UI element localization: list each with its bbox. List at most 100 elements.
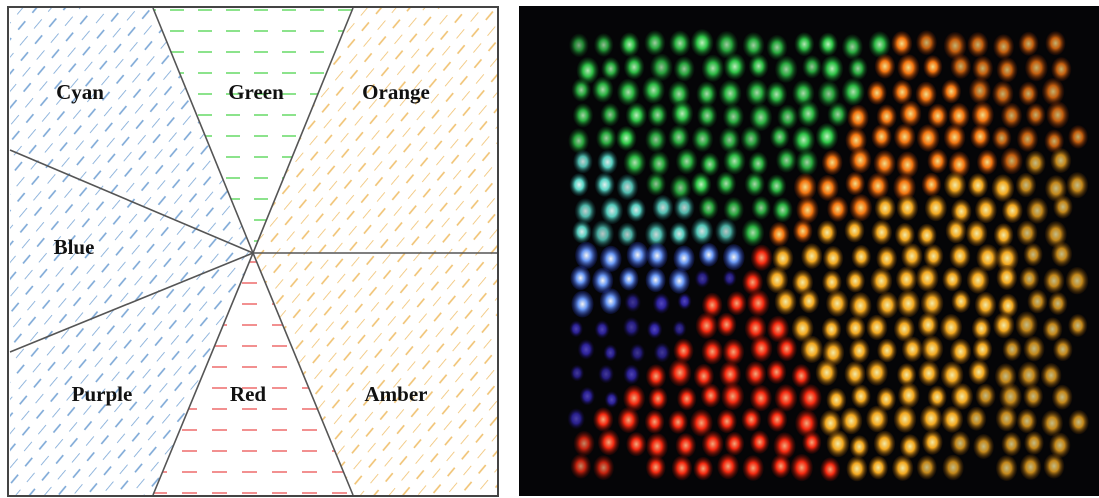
led-red [719, 361, 741, 388]
region-blue [10, 150, 253, 352]
led-amber [1016, 408, 1037, 434]
led-red [717, 409, 737, 434]
label-cyan: Cyan [56, 80, 104, 104]
led-green [772, 197, 793, 223]
led-amber [1025, 150, 1046, 176]
led-amber [826, 430, 850, 458]
led-orange [1045, 31, 1066, 56]
led-red [795, 409, 818, 438]
led-amber [950, 338, 972, 365]
led-purple [623, 317, 640, 338]
led-orange [970, 124, 991, 149]
led-red [791, 364, 811, 388]
led-green [701, 54, 725, 82]
led-red [623, 385, 645, 412]
led-amber [1020, 454, 1042, 480]
led-amber [819, 410, 842, 437]
led-amber [1040, 363, 1062, 388]
led-amber [826, 388, 847, 412]
led-amber [1027, 289, 1048, 314]
label-green: Green [228, 80, 284, 104]
led-orange [796, 196, 819, 224]
led-green [723, 104, 744, 130]
led-amber [1024, 431, 1044, 455]
led-cyan [574, 198, 596, 224]
led-red [700, 383, 721, 408]
led-green [592, 76, 614, 103]
led-orange [849, 194, 872, 222]
led-amber [1043, 268, 1065, 294]
led-orange [941, 79, 961, 104]
led-amber [1001, 432, 1022, 457]
region-amber [253, 253, 497, 495]
led-green [668, 80, 690, 108]
led-amber [993, 312, 1015, 339]
led-orange [896, 151, 919, 179]
led-amber [1048, 292, 1068, 315]
led-orange [793, 219, 813, 243]
led-green [748, 54, 769, 78]
led-red [750, 384, 772, 412]
led-amber [1049, 432, 1071, 458]
led-blue [599, 288, 622, 314]
led-amber [972, 337, 993, 362]
led-red [716, 312, 737, 337]
led-red [626, 432, 647, 457]
led-green [594, 33, 614, 57]
led-orange [867, 81, 887, 105]
led-amber [1042, 317, 1063, 342]
led-orange [899, 100, 922, 127]
led-green [690, 29, 714, 57]
led-green [650, 53, 673, 81]
led-green [616, 126, 637, 151]
led-orange [849, 146, 872, 174]
led-orange [793, 173, 817, 201]
led-green [723, 197, 744, 222]
led-green [749, 103, 773, 132]
led-amber [974, 291, 997, 318]
led-orange [916, 30, 937, 56]
led-green [740, 126, 762, 152]
led-amber [922, 429, 943, 455]
led-amber [975, 196, 997, 224]
led-blue [699, 243, 719, 267]
led-amber [865, 359, 888, 386]
led-orange [977, 149, 998, 175]
led-amber [893, 316, 915, 342]
label-amber: Amber [365, 382, 428, 406]
led-purple [629, 343, 645, 362]
led-red [717, 453, 739, 480]
led-amber [920, 405, 943, 432]
led-red [617, 407, 640, 433]
led-blue [619, 267, 639, 291]
led-red [721, 382, 745, 411]
led-green [644, 30, 666, 56]
led-blue [645, 267, 666, 293]
led-green [647, 103, 668, 127]
led-green [700, 152, 720, 176]
led-red [722, 338, 745, 365]
led-green [745, 79, 768, 107]
led-amber [949, 243, 971, 269]
led-amber [917, 312, 939, 338]
led-amber [968, 359, 990, 385]
led-green [723, 53, 746, 80]
led-red [724, 431, 745, 456]
led-red [701, 430, 724, 457]
led-green [698, 196, 719, 220]
led-amber [918, 360, 940, 387]
led-red [648, 387, 668, 411]
led-amber [1015, 311, 1038, 339]
led-amber [792, 269, 813, 295]
led-purple [624, 292, 641, 312]
led-amber [876, 291, 899, 319]
led-green [817, 80, 840, 108]
region-red [153, 253, 353, 495]
led-amber [968, 173, 988, 198]
led-orange [1068, 125, 1088, 149]
led-amber [1002, 198, 1023, 224]
led-cyan [645, 221, 668, 248]
led-red [774, 384, 798, 412]
led-orange [923, 55, 943, 79]
led-red [790, 454, 813, 482]
